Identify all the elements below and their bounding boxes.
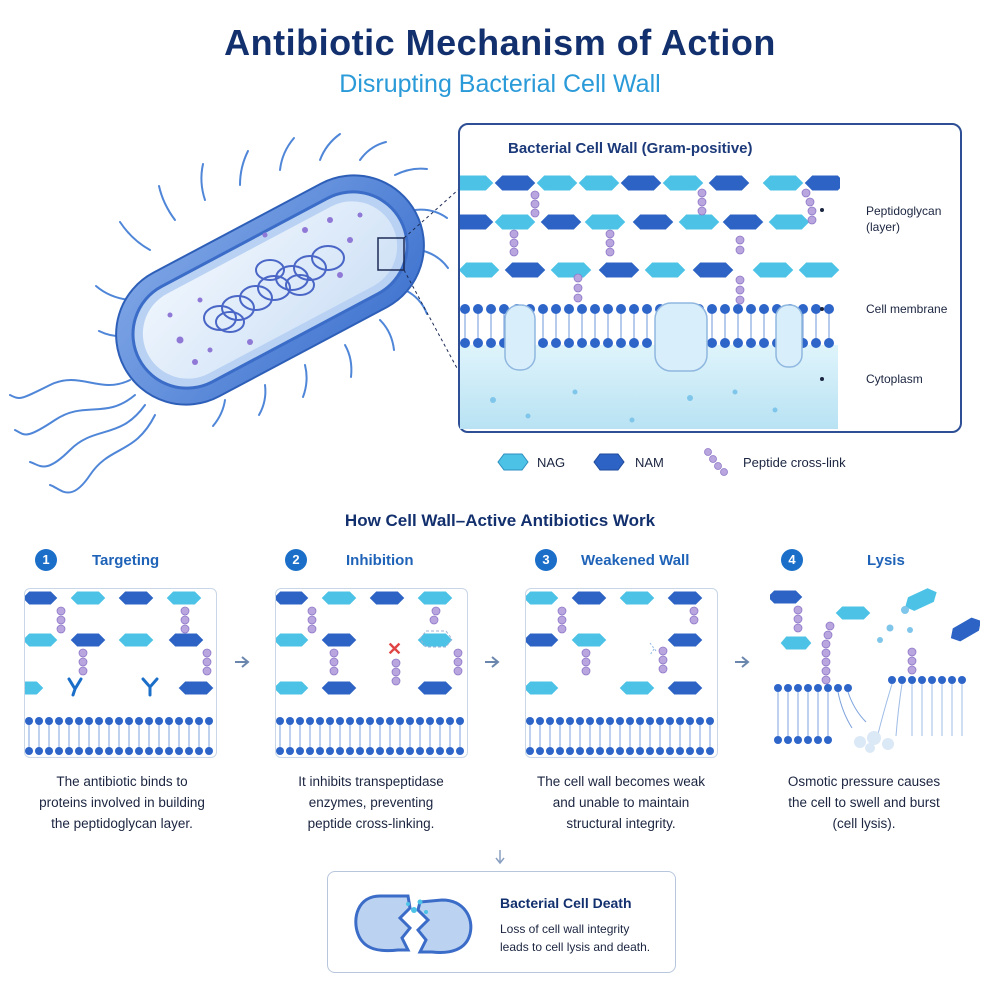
step-2-description: It inhibits transpeptidase enzymes, prev… (271, 771, 471, 834)
flagellum (49, 414, 156, 494)
label-peptidoglycan-sub: (layer) (866, 220, 901, 234)
step-1-line: The antibiotic binds to (56, 774, 188, 789)
legend-crosslink: Peptide cross-link (743, 455, 846, 470)
membrane-protein (654, 302, 708, 372)
dna-coil (203, 245, 345, 333)
step-2-diagram: ✕ (275, 588, 468, 758)
step-4-line: Osmotic pressure causes (787, 774, 941, 789)
step-4-diagram (766, 580, 983, 760)
label-cytoplasm: Cytoplasm (866, 372, 923, 386)
missing-unit-outline (419, 630, 453, 648)
zoom-region (377, 237, 405, 271)
arrow-icon (735, 656, 750, 668)
cell-death-text: Loss of cell wall integrity leads to cel… (500, 920, 680, 956)
flagellum (9, 379, 131, 399)
burst-cell-icon (354, 894, 473, 954)
step-3-line: The cell wall becomes weak (536, 774, 706, 789)
arrow-icon (485, 656, 500, 668)
step-4-description: Osmotic pressure causes the cell to swel… (764, 771, 964, 834)
step-1-line: the peptidoglycan layer. (51, 816, 193, 831)
cell-wall-panel-title: Bacterial Cell Wall (Gram-positive) (508, 140, 753, 157)
step-2-line: It inhibits transpeptidase (298, 774, 444, 789)
legend-icons (497, 448, 728, 476)
page-subtitle: Disrupting Bacterial Cell Wall (339, 70, 661, 98)
label-peptidoglycan: Peptidoglycan (866, 204, 942, 218)
inhibition-x-icon: ✕ (387, 639, 402, 659)
flagellum (29, 404, 146, 468)
flagellum (14, 394, 136, 436)
antibiotic-molecule (141, 677, 159, 697)
membrane-protein (775, 304, 803, 368)
bacterium-illustration (9, 133, 459, 494)
down-arrow-icon (495, 850, 505, 865)
cell-death-line: Loss of cell wall integrity (500, 922, 630, 936)
crosslink-legend-icon (704, 448, 728, 476)
step-2-title: Inhibition (346, 552, 414, 569)
step-2-badge: 2 (285, 549, 307, 571)
step-2-line: enzymes, preventing (308, 795, 434, 810)
step-1-title: Targeting (92, 552, 160, 569)
legend-nam: NAM (635, 455, 664, 470)
step-3-line: structural integrity. (566, 816, 676, 831)
nam-legend-icon (593, 453, 625, 471)
peptide-crosslinks (509, 188, 817, 305)
step-4-badge: 4 (781, 549, 803, 571)
step-2-line: peptide cross-linking. (307, 816, 435, 831)
nag-legend-icon (497, 453, 529, 471)
step-1-line: proteins involved in building (39, 795, 205, 810)
step-4-line: (cell lysis). (832, 816, 896, 831)
page-title: Antibiotic Mechanism of Action (224, 22, 776, 63)
step-3-badge: 3 (535, 549, 557, 571)
arrow-icon (235, 656, 250, 668)
membrane-protein (504, 304, 536, 371)
cell-death-line: leads to cell lysis and death. (500, 940, 651, 954)
step-1-badge: 1 (35, 549, 57, 571)
step-3-description: The cell wall becomes weak and unable to… (521, 771, 721, 834)
cell-death-title: Bacterial Cell Death (500, 895, 632, 911)
cytoplasm-area (142, 201, 398, 379)
steps-section-title: How Cell Wall–Active Antibiotics Work (344, 511, 656, 530)
step-3-diagram (525, 588, 718, 758)
antibiotic-molecule (67, 677, 83, 697)
step-1-diagram (24, 588, 217, 758)
cell-wall-diagram (460, 174, 840, 429)
step-3-title: Weakened Wall (581, 552, 690, 569)
legend-nag: NAG (537, 455, 566, 470)
step-1-description: The antibiotic binds to proteins involve… (22, 771, 222, 834)
phospholipid-bilayer (460, 302, 834, 372)
step-3-line: and unable to maintain (552, 795, 690, 810)
step-4-line: the cell to swell and burst (788, 795, 940, 810)
label-cell-membrane: Cell membrane (866, 302, 948, 316)
glycan-strands (460, 174, 840, 279)
step-4-title: Lysis (867, 552, 905, 569)
